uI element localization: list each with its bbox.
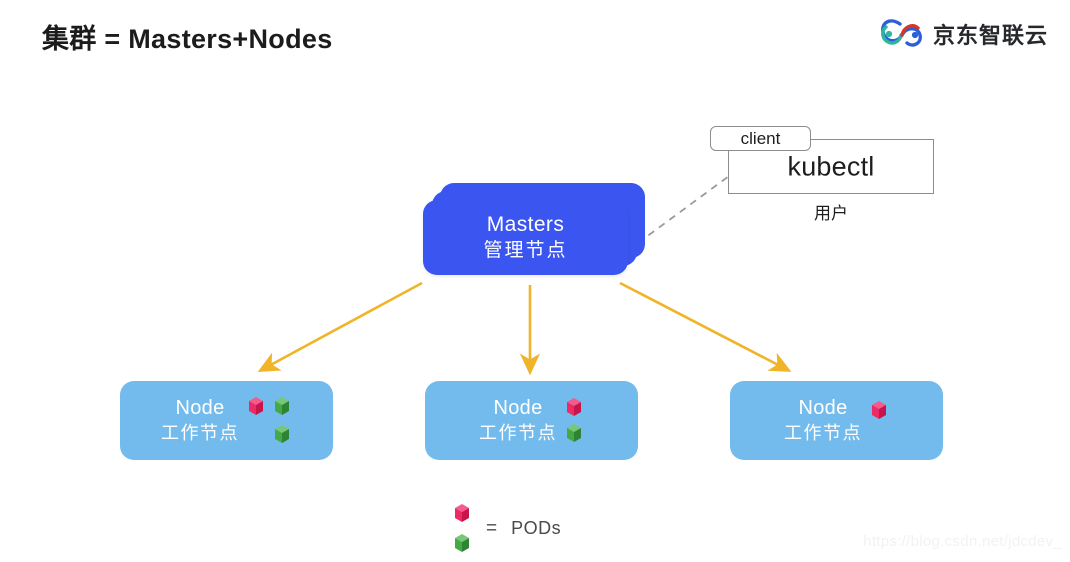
jd-cloud-loop-logo-icon (881, 19, 922, 47)
legend-equals-sign: = (486, 517, 498, 539)
node-3-pods (869, 400, 889, 421)
node-2-subtitle: 工作节点 (479, 422, 557, 443)
masters-subtitle: 管理节点 (483, 240, 568, 261)
node-2-pods (564, 397, 584, 444)
legend-cubes (452, 503, 472, 554)
legend-label: PODs (511, 518, 562, 538)
pink-cube-icon (455, 504, 469, 522)
kubectl-label: kubectl (787, 151, 875, 181)
user-caption: 用户 (814, 204, 848, 223)
masters-card-front[interactable]: Masters 管理节点 (423, 200, 628, 275)
node-1-subtitle: 工作节点 (161, 422, 239, 443)
client-badge: client (710, 126, 811, 151)
pink-cube-icon (872, 400, 886, 419)
pink-cube-icon (249, 397, 263, 415)
arrow-masters-to-node-1-icon (257, 281, 423, 372)
node-box-2[interactable]: Node 工作节点 (425, 381, 638, 460)
node-3-subtitle: 工作节点 (784, 422, 862, 443)
watermark: https://blog.csdn.net/jdcdev_ (863, 533, 1062, 550)
brand-name: 京东智联云 (932, 23, 1048, 48)
green-cube-icon (275, 397, 289, 415)
node-box-3[interactable]: Node 工作节点 (730, 381, 943, 460)
node-1-title: Node (175, 396, 225, 419)
pink-cube-icon (567, 398, 581, 416)
green-cube-icon (455, 534, 469, 552)
node-box-1[interactable]: Node 工作节点 (120, 381, 333, 460)
node-1-pods (246, 394, 292, 447)
dashed-connector-line-icon (637, 175, 730, 244)
brand-logo-group: 京东智联云 (880, 18, 1048, 50)
page-title: 集群 = Masters+Nodes (42, 24, 333, 54)
node-3-title: Node (798, 396, 848, 419)
arrow-masters-to-node-3-icon (619, 281, 792, 372)
legend: = PODs (452, 503, 561, 554)
masters-title: Masters (486, 213, 565, 236)
green-cube-icon (567, 424, 581, 442)
masters-stack[interactable]: Masters 管理节点 (423, 183, 645, 275)
green-cube-icon (275, 425, 289, 443)
node-2-title: Node (493, 396, 543, 419)
